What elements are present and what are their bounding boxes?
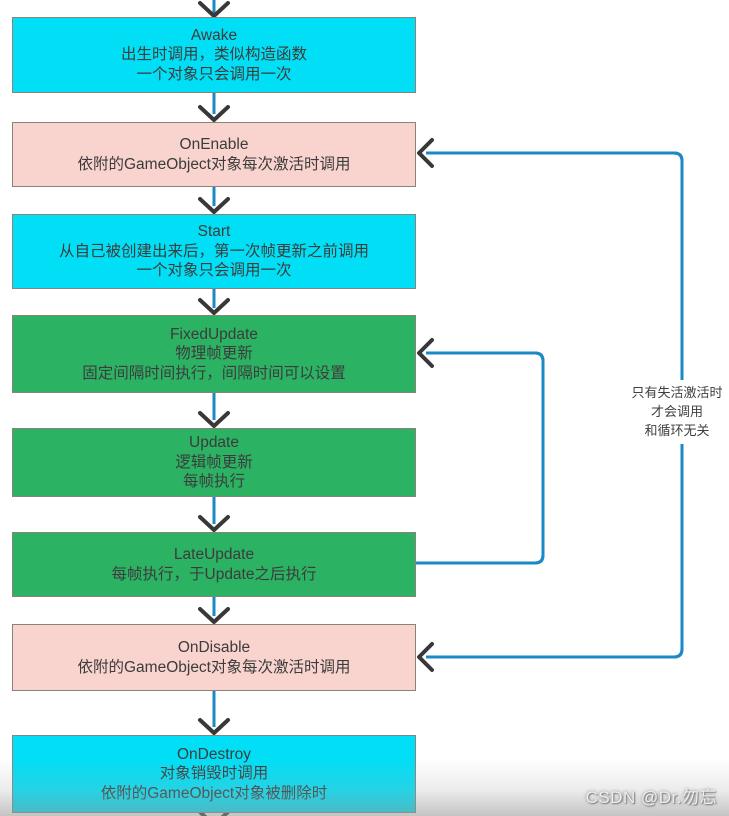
- node-desc-line: 每帧执行: [182, 473, 245, 491]
- node-awake: Awake 出生时调用，类似构造函数 一个对象只会调用一次: [12, 17, 416, 93]
- node-fixedupdate: FixedUpdate 物理帧更新 固定间隔时间执行，间隔时间可以设置: [12, 315, 416, 393]
- node-title: Awake: [190, 26, 238, 44]
- watermark: CSDN @Dr.勿忘: [585, 788, 717, 807]
- node-desc-line: 每帧执行，于Update之后执行: [111, 565, 317, 583]
- node-ondisable: OnDisable 依附的GameObject对象每次激活时调用: [12, 624, 416, 691]
- node-desc-line: 逻辑帧更新: [175, 453, 253, 471]
- node-desc-line: 对象销毁时调用: [159, 765, 269, 783]
- update-loop-connector: [414, 351, 545, 565]
- arrow-left-icon: [417, 138, 434, 672]
- annotation-line: 和循环无关: [644, 423, 710, 438]
- node-update: Update 逻辑帧更新 每帧执行: [12, 428, 416, 497]
- node-desc-line: 依附的GameObject对象被删除时: [100, 784, 328, 802]
- node-desc-line: 依附的GameObject对象每次激活时调用: [77, 658, 351, 676]
- node-ondestroy: OnDestroy 对象销毁时调用 依附的GameObject对象被删除时: [12, 735, 416, 813]
- node-desc-line: 一个对象只会调用一次: [136, 262, 292, 280]
- node-title: LateUpdate: [173, 546, 255, 563]
- node-desc-line: 从自己被创建出来后，第一次帧更新之前调用: [58, 242, 369, 260]
- node-title: OnEnable: [179, 136, 249, 153]
- node-lateupdate: LateUpdate 每帧执行，于Update之后执行: [12, 532, 416, 597]
- annotation-line: 才会调用: [650, 404, 703, 419]
- node-start: Start 从自己被创建出来后，第一次帧更新之前调用 一个对象只会调用一次: [12, 214, 416, 289]
- side-annotation: 只有失活激活时 才会调用 和循环无关: [624, 380, 729, 444]
- node-desc-line: 物理帧更新: [175, 345, 253, 363]
- node-desc-line: 一个对象只会调用一次: [136, 65, 292, 83]
- annotation-line: 只有失活激活时: [631, 385, 723, 400]
- node-title: Start: [197, 223, 231, 241]
- node-onenable: OnEnable 依附的GameObject对象每次激活时调用: [12, 122, 416, 187]
- node-title: Update: [189, 434, 239, 452]
- node-title: FixedUpdate: [170, 325, 258, 343]
- node-title: OnDisable: [177, 639, 251, 656]
- node-desc-line: 固定间隔时间执行，间隔时间可以设置: [82, 364, 346, 382]
- node-title: OnDestroy: [176, 745, 252, 763]
- node-desc-line: 依附的GameObject对象每次激活时调用: [77, 155, 351, 173]
- node-desc-line: 出生时调用，类似构造函数: [120, 46, 307, 64]
